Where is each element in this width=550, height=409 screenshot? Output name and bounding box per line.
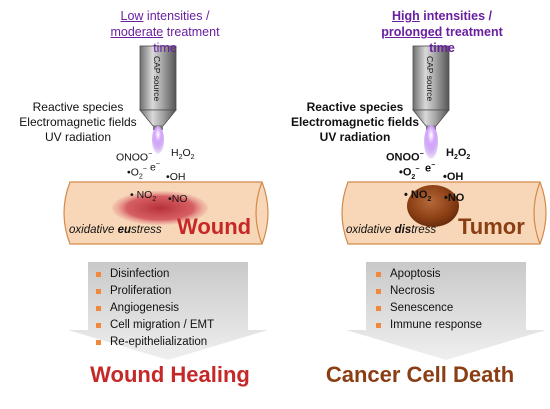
right-cap-source-label: CAP source — [425, 56, 435, 101]
left-species-h2o2: H2O2 — [171, 147, 195, 162]
right-effect-item: Immune response — [376, 317, 482, 334]
right-intensity-emph: High — [391, 9, 420, 23]
bullet-icon — [376, 306, 381, 311]
left-oxidative-state: oxidative eustress — [69, 224, 162, 236]
left-cap-source: CAP source — [139, 45, 177, 130]
left-species-o2: •O2− — [127, 166, 147, 181]
left-factor-em: Electromagnetic fields — [19, 115, 137, 129]
bullet-icon — [376, 272, 381, 277]
left-plasma-jet — [152, 126, 164, 154]
right-time-rest: treatment time — [429, 25, 503, 55]
right-factor-uv: UV radiation — [319, 130, 391, 144]
left-intensity-rest: intensities / — [143, 9, 210, 23]
right-species-oh: •OH — [443, 171, 464, 183]
left-effect-item: Disinfection — [96, 266, 214, 283]
right-effect-item: Apoptosis — [376, 266, 482, 283]
bullet-icon — [96, 340, 101, 345]
left-time-emph: moderate — [110, 25, 164, 39]
bullet-icon — [96, 306, 101, 311]
left-factor-uv: UV radiation — [44, 130, 112, 144]
left-species-oh: •OH — [166, 171, 186, 183]
right-effect-item: Necrosis — [376, 283, 482, 300]
left-effect-item: Cell migration / EMT — [96, 317, 214, 334]
right-cap-factors: Reactive species Electromagnetic fields … — [290, 100, 420, 145]
left-intensity-emph: Low — [120, 9, 144, 23]
right-intensity-rest: intensities / — [419, 9, 493, 23]
left-factor-reactive: Reactive species — [32, 100, 124, 114]
right-factor-em: Electromagnetic fields — [290, 115, 420, 129]
right-effects-list: Apoptosis Necrosis Senescence Immune res… — [376, 266, 482, 334]
bullet-icon — [96, 272, 101, 277]
bullet-icon — [96, 323, 101, 328]
left-effect-item: Angiogenesis — [96, 300, 214, 317]
left-time-rest: treatment time — [153, 25, 220, 55]
left-effects-arrow — [68, 262, 268, 360]
left-cap-factors: Reactive species Electromagnetic fields … — [18, 100, 138, 145]
right-species-electron: e− — [425, 162, 436, 175]
bullet-icon — [96, 289, 101, 294]
right-oxidative-state: oxidative distress — [346, 224, 437, 236]
wound-healing-outcome: Wound Healing — [90, 362, 250, 387]
right-effect-item: Senescence — [376, 300, 482, 317]
bullet-icon — [376, 289, 381, 294]
bullet-icon — [376, 323, 381, 328]
tumor-label: Tumor — [458, 214, 525, 239]
right-species-no: •NO — [444, 192, 465, 204]
right-condition-header: High intensities / prolonged treatment t… — [372, 8, 512, 56]
left-effect-item: Proliferation — [96, 283, 214, 300]
right-species-h2o2: H2O2 — [446, 147, 471, 162]
right-species-onoo: ONOO− — [386, 151, 424, 164]
wound-label: Wound — [177, 214, 252, 239]
left-species-onoo: ONOO− — [116, 151, 153, 164]
tumor-mass — [407, 185, 459, 227]
left-cap-source-label: CAP source — [152, 56, 162, 101]
right-plasma-jet — [424, 125, 438, 159]
right-time-emph: prolonged — [381, 25, 443, 39]
right-factor-reactive: Reactive species — [306, 100, 404, 114]
left-species-no: •NO — [168, 193, 188, 205]
left-species-no2: • NO2 — [130, 189, 157, 204]
left-species-electron: e− — [150, 161, 160, 174]
left-effects-list: Disinfection Proliferation Angiogenesis … — [96, 266, 214, 351]
left-condition-header: Low intensities / moderate treatment tim… — [100, 8, 230, 56]
right-species-no2: • NO2 — [404, 189, 432, 204]
cancer-cell-death-outcome: Cancer Cell Death — [325, 362, 515, 387]
right-effects-arrow — [346, 262, 546, 360]
left-effect-item: Re-epithelialization — [96, 334, 214, 351]
right-species-o2: •O2− — [399, 166, 420, 181]
wound-lesion — [112, 191, 208, 225]
